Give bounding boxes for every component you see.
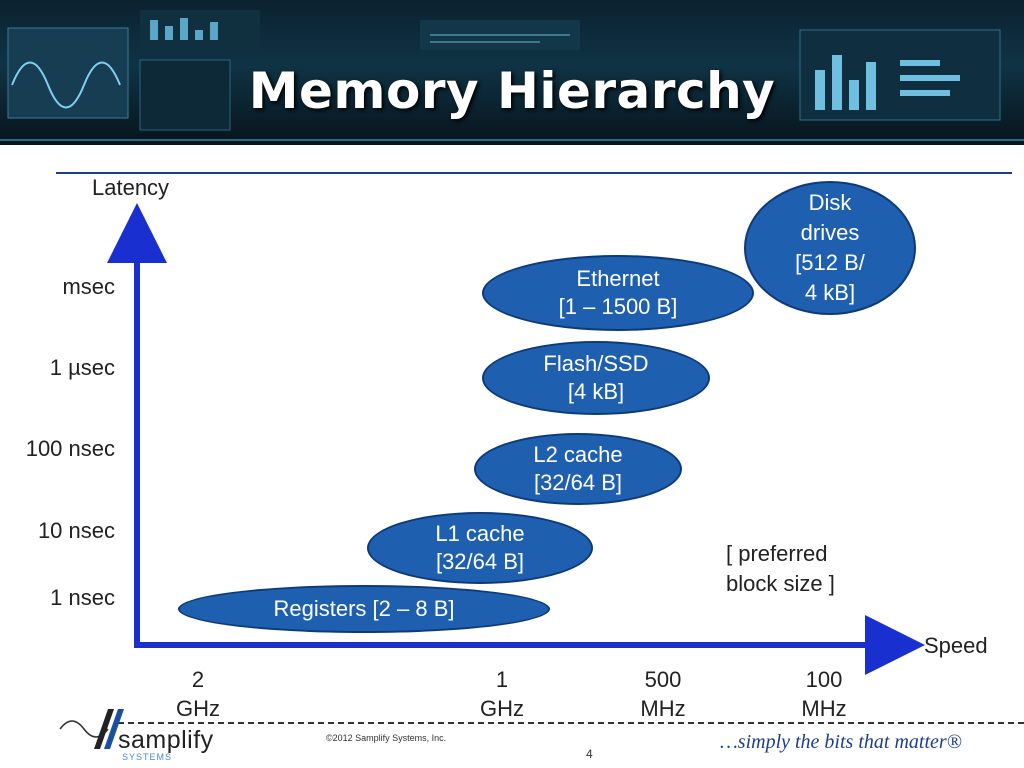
- node-label: drives: [800, 220, 860, 245]
- content-area: Latency Speed msec 1 µsec 100 nsec 10 ns…: [0, 145, 1024, 768]
- y-tick-label: 1 nsec: [50, 585, 115, 610]
- x-tick-unit: MHz: [640, 696, 686, 721]
- node-label: Registers [2 – 8 B]: [273, 596, 455, 621]
- node-l2-cache: L2 cache [32/64 B]: [474, 433, 682, 505]
- y-tick-label: 100 nsec: [25, 436, 115, 461]
- y-tick-label: 1 µsec: [49, 355, 115, 380]
- x-tick-unit: GHz: [176, 696, 220, 721]
- node-l1-cache: L1 cache [32/64 B]: [367, 512, 593, 584]
- node-label: [32/64 B]: [533, 470, 623, 495]
- node-label: L1 cache: [435, 521, 525, 546]
- axes-layer: [56, 172, 1012, 675]
- logo-text: samplify: [118, 726, 214, 754]
- y-tick-label: 10 nsec: [37, 518, 115, 543]
- x-tick-value: 1: [495, 667, 509, 692]
- y-tick-label: msec: [62, 274, 115, 299]
- header-banner: Memory Hierarchy: [0, 0, 1024, 145]
- annotation-line: block size ]: [726, 571, 835, 596]
- annotation-line: [ preferred: [726, 541, 828, 566]
- x-tick-label: 1 GHz: [442, 665, 562, 723]
- node-flash-ssd: Flash/SSD [4 kB]: [482, 341, 710, 415]
- node-ethernet: Ethernet [1 – 1500 B]: [482, 255, 754, 331]
- x-tick-label: 2 GHz: [138, 665, 258, 723]
- footer-divider: [118, 722, 1024, 724]
- x-tick-unit: GHz: [480, 696, 524, 721]
- block-size-annotation: [ preferred block size ]: [726, 539, 835, 599]
- x-tick-label: 100 MHz: [764, 665, 884, 723]
- tagline: …simply the bits that matter®: [720, 731, 962, 753]
- node-label: 4 kB]: [804, 280, 856, 305]
- node-disk-drives: Disk drives [512 B/ 4 kB]: [744, 181, 916, 315]
- node-label: Ethernet: [576, 266, 660, 291]
- x-tick-value: 2: [191, 667, 205, 692]
- slide-title: Memory Hierarchy: [248, 62, 776, 120]
- node-label: Flash/SSD: [543, 351, 649, 376]
- logo-subtext: SYSTEMS: [122, 752, 173, 762]
- node-label: [512 B/: [795, 250, 865, 275]
- samplify-logo-icon: [59, 709, 124, 749]
- x-tick-value: 500: [644, 667, 682, 692]
- x-tick-label: 500 MHz: [603, 665, 723, 723]
- node-registers: Registers [2 – 8 B]: [178, 585, 550, 633]
- copyright-text: ©2012 Samplify Systems, Inc.: [326, 733, 447, 743]
- tech-background-image: [0, 10, 1024, 141]
- x-tick-unit: MHz: [801, 696, 847, 721]
- node-label: [32/64 B]: [435, 549, 525, 574]
- node-label: L2 cache: [533, 442, 623, 467]
- page-number: 4: [586, 747, 593, 761]
- node-label: [1 – 1500 B]: [558, 294, 678, 319]
- node-label: [4 kB]: [567, 379, 625, 404]
- node-label: Disk: [808, 190, 852, 215]
- y-axis-label: Latency: [92, 175, 170, 200]
- x-tick-value: 100: [805, 667, 843, 692]
- x-axis-label: Speed: [924, 633, 988, 658]
